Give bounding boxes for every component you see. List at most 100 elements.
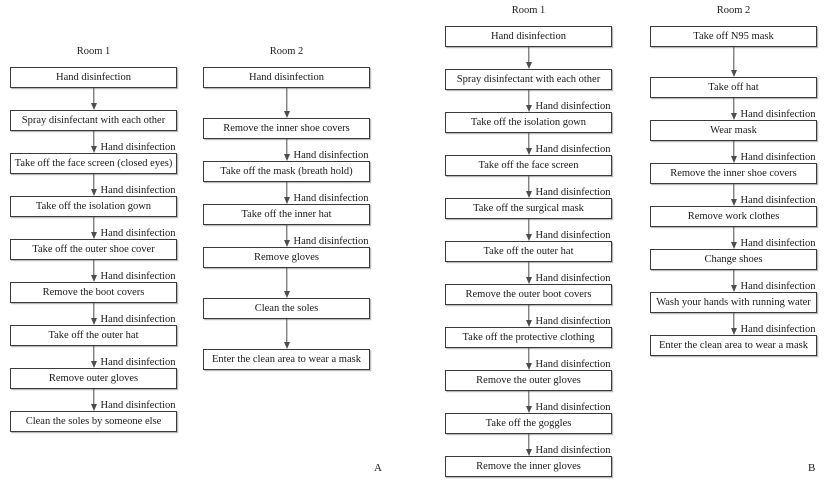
flow-node: Take off the protective clothing — [445, 327, 612, 348]
arrow-line — [527, 133, 530, 149]
flow-node: Take off the surgical mask — [445, 198, 612, 219]
arrow-label: Hand disinfection — [100, 142, 176, 153]
flow-arrow — [203, 268, 370, 298]
arrow-label: Hand disinfection — [740, 195, 816, 206]
arrow-line — [527, 348, 530, 364]
arrow-head-icon — [730, 328, 737, 335]
arrow-line — [527, 262, 530, 278]
flow-node: Change shoes — [650, 249, 817, 270]
flow-node: Spray disinfectant with each other — [445, 69, 612, 90]
flow-node: Remove outer gloves — [10, 368, 177, 389]
arrow-line — [527, 47, 530, 63]
arrow-head-icon — [730, 113, 737, 120]
flow-node: Remove the outer boot covers — [445, 284, 612, 305]
flow-arrow: Hand disinfection — [203, 182, 370, 204]
flow-arrow: Hand disinfection — [445, 434, 612, 456]
arrow-label: Hand disinfection — [535, 402, 611, 413]
arrow-line — [92, 260, 95, 276]
arrow-line — [92, 131, 95, 147]
arrow-label: Hand disinfection — [740, 152, 816, 163]
arrow-head-icon — [730, 70, 737, 77]
flow-arrow: Hand disinfection — [10, 131, 177, 153]
flow-node: Take off the isolation gown — [10, 196, 177, 217]
arrow-label: Hand disinfection — [293, 193, 369, 204]
flow-node: Remove the inner shoe covers — [203, 118, 370, 139]
flow-node: Wash your hands with running water — [650, 292, 817, 313]
arrow-label: Hand disinfection — [740, 281, 816, 292]
arrow-line — [285, 268, 288, 292]
arrow-head-icon — [90, 361, 97, 368]
flow-node: Take off N95 mask — [650, 26, 817, 47]
arrow-line — [92, 346, 95, 362]
arrow-label: Hand disinfection — [535, 359, 611, 370]
arrow-head-icon — [525, 363, 532, 370]
flow-arrow: Hand disinfection — [10, 217, 177, 239]
flow-node: Take off the face screen (closed eyes) — [10, 153, 177, 174]
arrow-label: Hand disinfection — [535, 273, 611, 284]
arrow-head-icon — [525, 191, 532, 198]
flow-node: Take off the mask (breath hold) — [203, 161, 370, 182]
flow-node: Remove the inner shoe covers — [650, 163, 817, 184]
flow-arrow: Hand disinfection — [445, 348, 612, 370]
arrow-line — [732, 313, 735, 329]
panel-label-b: B — [808, 462, 816, 474]
flow-arrow: Hand disinfection — [650, 184, 817, 206]
arrow-label: Hand disinfection — [293, 150, 369, 161]
arrow-line — [285, 225, 288, 241]
flow-arrow: Hand disinfection — [445, 305, 612, 327]
flow-arrow: Hand disinfection — [445, 176, 612, 198]
arrow-head-icon — [90, 318, 97, 325]
arrow-head-icon — [90, 189, 97, 196]
arrow-head-icon — [90, 275, 97, 282]
flow-arrow — [203, 88, 370, 118]
flow-node: Take off hat — [650, 77, 817, 98]
arrow-line — [732, 47, 735, 71]
arrow-label: Hand disinfection — [535, 187, 611, 198]
flow-arrow: Hand disinfection — [650, 270, 817, 292]
flow-node: Clean the soles — [203, 298, 370, 319]
flow-node: Take off the inner hat — [203, 204, 370, 225]
arrow-line — [92, 174, 95, 190]
flow-node: Wear mask — [650, 120, 817, 141]
arrow-head-icon — [525, 62, 532, 69]
arrow-label: Hand disinfection — [100, 357, 176, 368]
flow-arrow: Hand disinfection — [445, 262, 612, 284]
arrow-head-icon — [283, 154, 290, 161]
arrow-head-icon — [90, 103, 97, 110]
flow-node: Enter the clean area to wear a mask — [650, 335, 817, 356]
flow-node: Remove work clothes — [650, 206, 817, 227]
flow-arrow: Hand disinfection — [10, 260, 177, 282]
arrow-label: Hand disinfection — [535, 316, 611, 327]
arrow-label: Hand disinfection — [535, 445, 611, 456]
flow-node: Hand disinfection — [10, 67, 177, 88]
column-body-b-room1: Hand disinfection Spray disinfectant with… — [445, 26, 612, 477]
flow-node: Hand disinfection — [203, 67, 370, 88]
flow-node: Take off the face screen — [445, 155, 612, 176]
flow-node: Remove gloves — [203, 247, 370, 268]
flow-node: Take off the goggles — [445, 413, 612, 434]
arrow-line — [732, 227, 735, 243]
arrow-line — [527, 90, 530, 106]
flow-arrow: Hand disinfection — [10, 303, 177, 325]
arrow-head-icon — [525, 148, 532, 155]
arrow-line — [285, 319, 288, 343]
arrow-head-icon — [525, 406, 532, 413]
flow-arrow: Hand disinfection — [445, 133, 612, 155]
column-title-a-room2: Room 2 — [269, 46, 304, 57]
flow-node: Take off the outer hat — [445, 241, 612, 262]
arrow-head-icon — [90, 232, 97, 239]
flow-arrow: Hand disinfection — [650, 313, 817, 335]
flow-arrow: Hand disinfection — [650, 141, 817, 163]
arrow-line — [732, 141, 735, 157]
arrow-head-icon — [283, 342, 290, 349]
arrow-head-icon — [525, 277, 532, 284]
flow-arrow: Hand disinfection — [10, 174, 177, 196]
flow-node: Remove the inner gloves — [445, 456, 612, 477]
flow-node: Take off the outer hat — [10, 325, 177, 346]
arrow-label: Hand disinfection — [100, 228, 176, 239]
